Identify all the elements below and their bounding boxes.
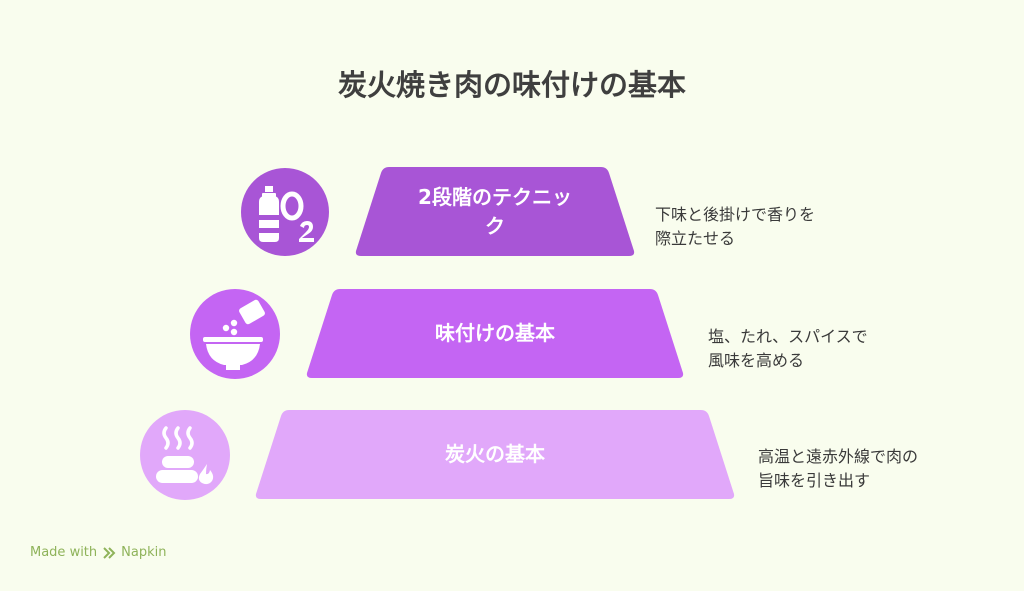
tier-top-description: 下味と後掛けで香りを 際立たせる [655,205,816,248]
napkin-logo-icon [103,546,116,559]
pyramid-tier-top [355,167,635,256]
page-title: 炭火焼き肉の味付けの基本 [337,68,686,102]
seasoning-bowl-icon [190,289,280,379]
napkin-brand: Napkin [121,545,167,560]
made-with-napkin-footer[interactable]: Made with Napkin [30,545,166,560]
hot-stones-icon [140,410,230,500]
made-with-label: Made with [30,545,98,560]
pyramid-tier-bottom [255,410,735,499]
tier-bottom-label: 炭火の基本 [445,442,545,466]
tier-top-label: 2段階のテクニッ ク [418,185,572,238]
tier-bottom-description: 高温と遠赤外線で肉の 旨味を引き出す [758,447,919,490]
oxygen-bottle-icon [241,168,329,256]
tier-middle-label: 味付けの基本 [435,321,555,345]
tier-middle-description: 塩、たれ、スパイスで 風味を高める [708,327,868,370]
pyramid-tier-middle [306,289,684,378]
